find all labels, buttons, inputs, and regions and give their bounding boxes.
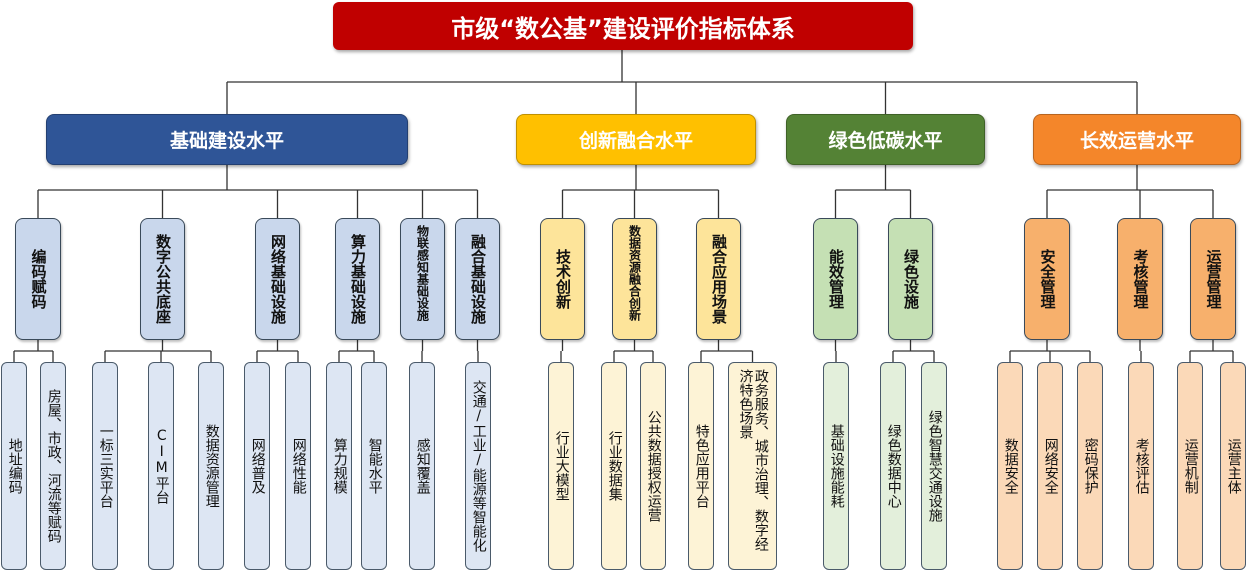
level2-0-5: 融合基础设施 [455, 218, 500, 340]
level3-leaf: 考核评估 [1128, 362, 1154, 570]
level2-3-0: 安全管理 [1024, 218, 1070, 340]
level2-0-4: 物联感知基础设施 [400, 218, 445, 340]
level3-leaf: 密码保护 [1077, 362, 1103, 570]
level1-2: 绿色低碳水平 [786, 114, 985, 165]
level3-leaf: 数据安全 [997, 362, 1023, 570]
level3-leaf: 数据资源管理 [198, 362, 224, 570]
level1-1: 创新融合水平 [516, 114, 756, 165]
level3-leaf: 公共数据授权运营 [640, 362, 666, 570]
level3-leaf: 房屋、市政、河流等赋码 [40, 362, 66, 570]
level2-2-0: 能效管理 [813, 218, 858, 340]
level2-0-2: 网络基础设施 [255, 218, 300, 340]
level2-2-1: 绿色设施 [888, 218, 933, 340]
level3-leaf: 网络性能 [285, 362, 311, 570]
level3-leaf: 绿色智慧交通设施 [921, 362, 947, 570]
level3-leaf: 运营机制 [1177, 362, 1203, 570]
level3-leaf: 网络安全 [1037, 362, 1063, 570]
level3-leaf: 一标三实平台 [92, 362, 118, 570]
level3-leaf: 地址编码 [1, 362, 27, 570]
level2-0-3: 算力基础设施 [335, 218, 380, 340]
level3-leaf: 智能水平 [361, 362, 387, 570]
level3-leaf: 行业数据集 [601, 362, 627, 570]
level2-1-1: 数据资源融合创新 [612, 218, 657, 340]
level2-3-1: 考核管理 [1117, 218, 1163, 340]
diagram-title: 市级“数公基”建设评价指标体系 [333, 2, 913, 50]
level2-0-1: 数字公共底座 [140, 218, 185, 340]
level2-3-2: 运营管理 [1190, 218, 1236, 340]
level3-leaf: 基础设施能耗 [823, 362, 849, 570]
level3-leaf: 网络普及 [244, 362, 270, 570]
level3-leaf: 交通/工业/能源等智能化 [465, 362, 491, 570]
level3-leaf: 政务服务、城市治理、数字经济特色场景 [728, 362, 777, 570]
level2-0-0: 编码赋码 [15, 218, 61, 340]
level3-leaf: CIM平台 [148, 362, 174, 570]
level1-0: 基础建设水平 [46, 114, 408, 165]
level3-leaf: 特色应用平台 [688, 362, 714, 570]
level3-leaf: 算力规模 [326, 362, 352, 570]
level3-leaf: 绿色数据中心 [880, 362, 906, 570]
level3-leaf: 运营主体 [1220, 362, 1246, 570]
level3-leaf: 感知覆盖 [409, 362, 435, 570]
level3-leaf: 行业大模型 [548, 362, 574, 570]
level2-1-2: 融合应用场景 [696, 218, 741, 340]
level1-3: 长效运营水平 [1033, 114, 1241, 165]
level2-1-0: 技术创新 [540, 218, 585, 340]
